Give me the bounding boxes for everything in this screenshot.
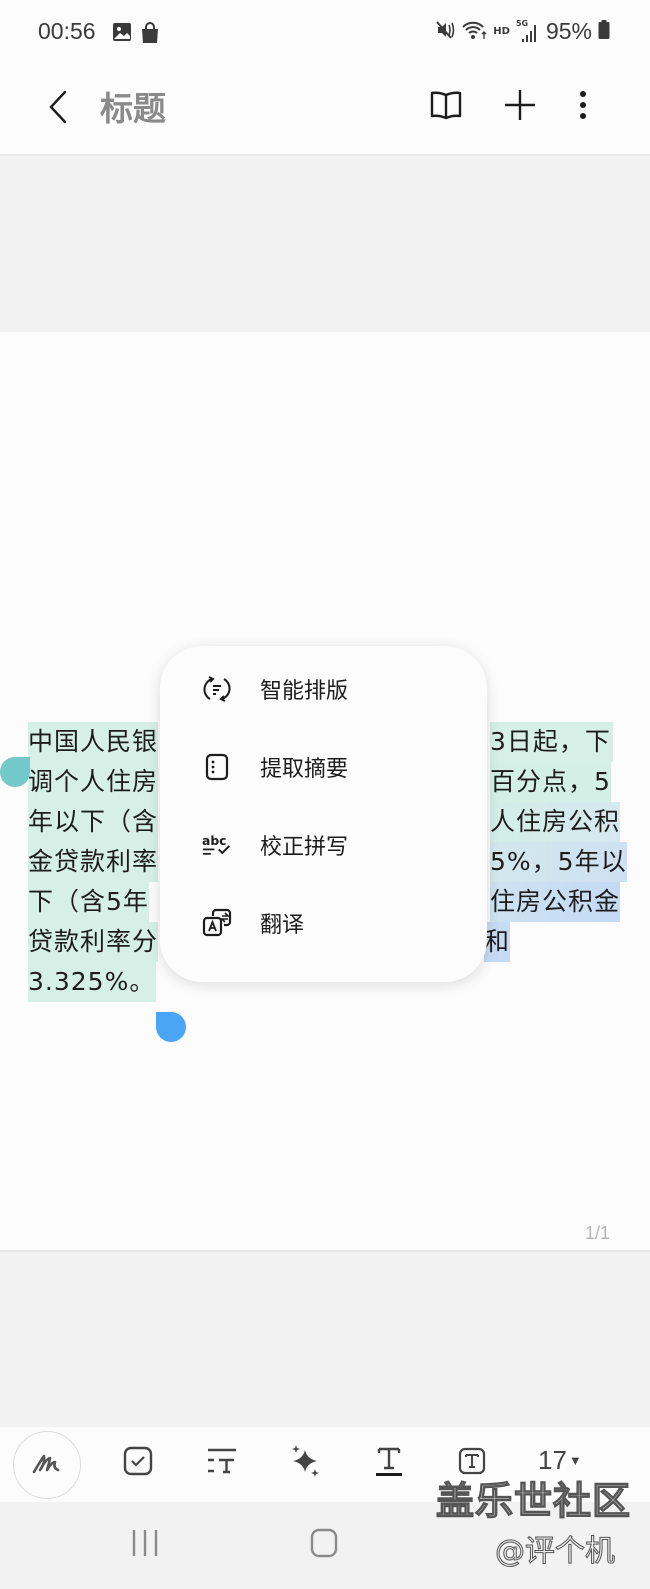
text-line-left[interactable]: 下（含5年 <box>28 882 149 922</box>
text-box-button[interactable] <box>450 1441 494 1485</box>
more-options-button[interactable] <box>560 84 606 130</box>
paragraph-format-button[interactable] <box>200 1441 244 1485</box>
svg-text:abc: abc <box>202 834 226 848</box>
text-line-right[interactable]: 人住房公积 <box>490 802 621 842</box>
wifi-icon <box>461 20 487 44</box>
text-line-right[interactable]: 3日起，下 <box>490 722 613 762</box>
watermark-community: 盖乐世社区 <box>435 1478 632 1523</box>
translate-icon <box>202 908 232 938</box>
status-time: 00:56 <box>38 18 96 44</box>
watermark-author: @评个机 <box>495 1534 616 1570</box>
text-line-left[interactable]: 金贷款利率 <box>28 842 159 882</box>
menu-item-summarize[interactable]: 提取摘要 <box>160 728 487 806</box>
page-gap <box>0 156 650 332</box>
menu-label: 提取摘要 <box>260 757 349 782</box>
text-line-right[interactable]: 5%，5年以 <box>490 842 627 882</box>
menu-label: 智能排版 <box>260 679 349 704</box>
shopping-bag-icon <box>140 22 160 48</box>
text-line-left[interactable]: 3.325%。 <box>28 962 156 1002</box>
text-line-left[interactable]: 调个人住房 <box>28 762 159 802</box>
mute-vibrate-icon <box>435 20 455 44</box>
caret-down-icon: ▼ <box>568 1453 582 1468</box>
recent-apps-icon <box>130 1529 160 1561</box>
text-color-icon <box>374 1445 404 1481</box>
summarize-icon <box>202 752 232 782</box>
selection-end-handle[interactable] <box>156 1012 186 1042</box>
gallery-icon <box>112 22 132 48</box>
spell-check-icon: abc <box>202 830 232 860</box>
text-line-right[interactable]: 住房公积金 <box>490 882 621 922</box>
ai-sparkle-icon <box>289 1444 323 1482</box>
selection-start-handle[interactable] <box>0 757 30 787</box>
home-button[interactable] <box>294 1520 354 1570</box>
ai-context-menu: 智能排版 提取摘要 abc 校正拼写 翻译 <box>160 646 487 982</box>
system-nav-bar <box>0 1502 650 1589</box>
menu-item-translate[interactable]: 翻译 <box>160 884 487 962</box>
app-bar: 标题 <box>0 70 650 156</box>
home-icon <box>310 1528 338 1562</box>
more-options-icon <box>579 90 587 124</box>
add-icon <box>503 88 537 126</box>
reading-mode-button[interactable] <box>423 84 469 130</box>
menu-item-spell-check[interactable]: abc 校正拼写 <box>160 806 487 884</box>
battery-icon <box>598 19 610 44</box>
add-button[interactable] <box>497 84 543 130</box>
font-size-value: 17 <box>538 1445 567 1475</box>
text-box-icon <box>458 1447 486 1479</box>
menu-label: 校正拼写 <box>260 835 349 860</box>
ai-assist-button[interactable] <box>284 1441 328 1485</box>
menu-label: 翻译 <box>260 913 305 938</box>
hd-icon: HD <box>493 26 510 37</box>
auto-format-icon <box>202 674 232 704</box>
status-bar: 00:56 HD 5G 95% <box>0 0 650 70</box>
battery-percent: 95% <box>545 18 592 44</box>
menu-item-auto-format[interactable]: 智能排版 <box>160 650 487 728</box>
handwriting-icon <box>31 1450 63 1480</box>
text-line-left[interactable]: 贷款利率分 <box>28 922 159 962</box>
text-line-left[interactable]: 年以下（含 <box>28 802 159 842</box>
reading-mode-icon <box>429 90 463 124</box>
text-color-button[interactable] <box>367 1441 411 1485</box>
paragraph-format-icon <box>206 1447 238 1479</box>
checkbox-button[interactable] <box>116 1441 160 1485</box>
text-line-right[interactable]: 百分点，5 <box>490 762 611 802</box>
font-size-dropdown[interactable]: 17 ▼ <box>538 1445 582 1476</box>
chevron-left-icon <box>48 90 68 128</box>
text-line-left[interactable]: 中国人民银 <box>28 722 159 762</box>
note-title[interactable]: 标题 <box>100 89 166 128</box>
checkbox-icon <box>123 1446 153 1480</box>
5g-signal-icon: 5G <box>515 18 540 43</box>
text-line-right[interactable]: 和 <box>484 922 511 962</box>
back-button[interactable] <box>38 86 78 132</box>
recent-apps-button[interactable] <box>115 1520 175 1570</box>
editor-toolbar: 17 ▼ <box>0 1427 650 1502</box>
handwriting-button[interactable] <box>13 1431 81 1499</box>
page-indicator: 1/1 <box>584 1223 610 1243</box>
network-type-label: 5G <box>515 18 529 28</box>
